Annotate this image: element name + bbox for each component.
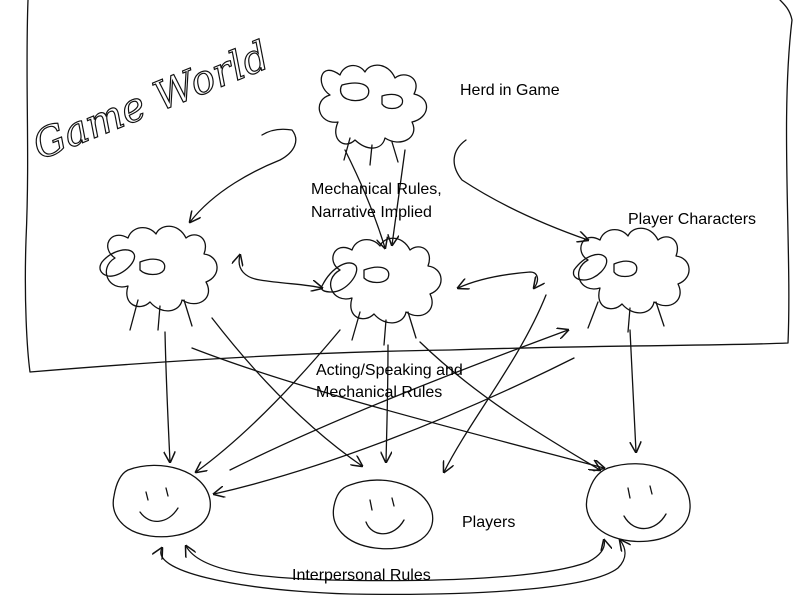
player-right: [586, 463, 691, 543]
arrow-center-right: [458, 271, 537, 288]
arrow-char-left-player-left: [165, 331, 170, 462]
label-acting-line2: Mechanical Rules: [316, 384, 442, 401]
arrow-herd-to-right: [453, 139, 588, 240]
label-herd-in-game: Herd in Game: [460, 82, 560, 99]
arrow-herd-to-center: [344, 149, 385, 248]
game-world-boundary: [24, 0, 793, 373]
player-left: [112, 464, 211, 538]
label-acting-line1: Acting/Speaking and: [316, 362, 463, 379]
arrow-herd-to-left: [190, 128, 297, 222]
arrow-char-center-player-left: [196, 329, 341, 472]
label-mechanical-line1: Mechanical Rules,: [311, 181, 442, 198]
game-world-title: Game World: [27, 33, 276, 169]
arrow-herd-to-center-2: [392, 149, 406, 245]
arrow-player-left-char-right: [229, 330, 568, 471]
arrow-char-right-player-right: [629, 329, 636, 452]
player-character-center: [320, 237, 442, 346]
label-player-characters: Player Characters: [628, 211, 756, 228]
arrow-players-outer: [161, 540, 625, 596]
herd-creature: [318, 64, 428, 166]
arrow-char-right-player-center: [444, 294, 547, 472]
arrow-char-center-player-right: [419, 341, 600, 470]
arrow-char-center-player-center: [386, 344, 388, 462]
arrow-left-center: [239, 255, 322, 288]
player-center: [332, 479, 434, 550]
arrow-char-left-player-right: [191, 347, 604, 468]
player-character-left: [99, 225, 218, 331]
label-interpersonal-rules: Interpersonal Rules: [292, 567, 431, 584]
arrow-char-right-player-left: [214, 357, 575, 494]
label-players: Players: [462, 514, 515, 531]
player-character-right: [572, 227, 690, 333]
label-mechanical-line2: Narrative Implied: [311, 204, 432, 221]
arrow-char-left-player-center: [211, 317, 362, 466]
